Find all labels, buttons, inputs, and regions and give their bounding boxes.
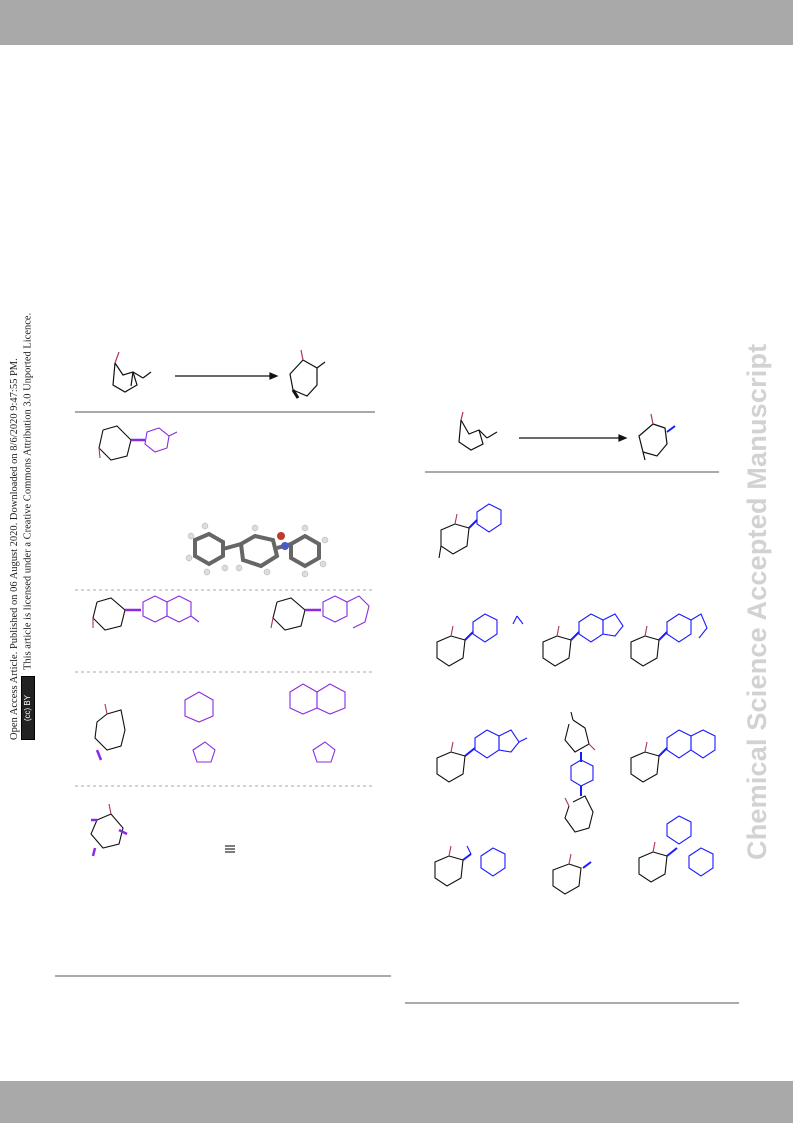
- left-heteroaryl-scaffold: [94, 703, 126, 761]
- left-starting-material: [112, 351, 152, 393]
- cc-by-icon: (cc) BY: [21, 676, 35, 740]
- license-line-2: (cc) BY This article is licensed under a …: [21, 260, 35, 740]
- right-product-3c: [630, 729, 716, 783]
- right-product-3a: [436, 729, 528, 783]
- license-line-1: Open Access Article. Published on 06 Aug…: [9, 358, 20, 740]
- right-product-2b: [542, 613, 624, 667]
- right-product-2c: [630, 613, 708, 667]
- crystal-structure-image: [185, 522, 329, 578]
- right-product-2a: [436, 613, 524, 667]
- license-sidebar: Open Access Article. Published on 06 Aug…: [8, 260, 35, 740]
- left-thiophene-a: [192, 741, 216, 763]
- right-product: [638, 413, 676, 461]
- left-product: [289, 349, 326, 399]
- left-aryl-product-1: [98, 425, 178, 461]
- license-line-2-text: This article is licensed under a Creativ…: [22, 312, 34, 670]
- left-benzodioxane-product: [270, 595, 370, 631]
- right-starting-material: [458, 411, 498, 451]
- right-bis-scaffold: [564, 711, 596, 833]
- right-phenyl-product: [438, 503, 502, 559]
- accepted-manuscript-watermark: Chemical Science Accepted Manuscript: [742, 343, 772, 860]
- right-product-4b: [552, 853, 592, 895]
- right-scheme-figure: [405, 411, 739, 1004]
- top-header-bar: [0, 0, 793, 45]
- left-heteroaryl-b: [289, 683, 318, 715]
- left-naphthyl-product: [92, 595, 200, 631]
- right-product-4a: [434, 845, 506, 887]
- left-heteroaryl-a: [184, 691, 214, 723]
- left-substituted-scaffold: [90, 803, 235, 857]
- bottom-footer-bar: [0, 1081, 793, 1123]
- left-scheme-figure: [55, 349, 391, 977]
- right-product-4c: [638, 815, 714, 883]
- left-thiophene-b: [312, 741, 336, 763]
